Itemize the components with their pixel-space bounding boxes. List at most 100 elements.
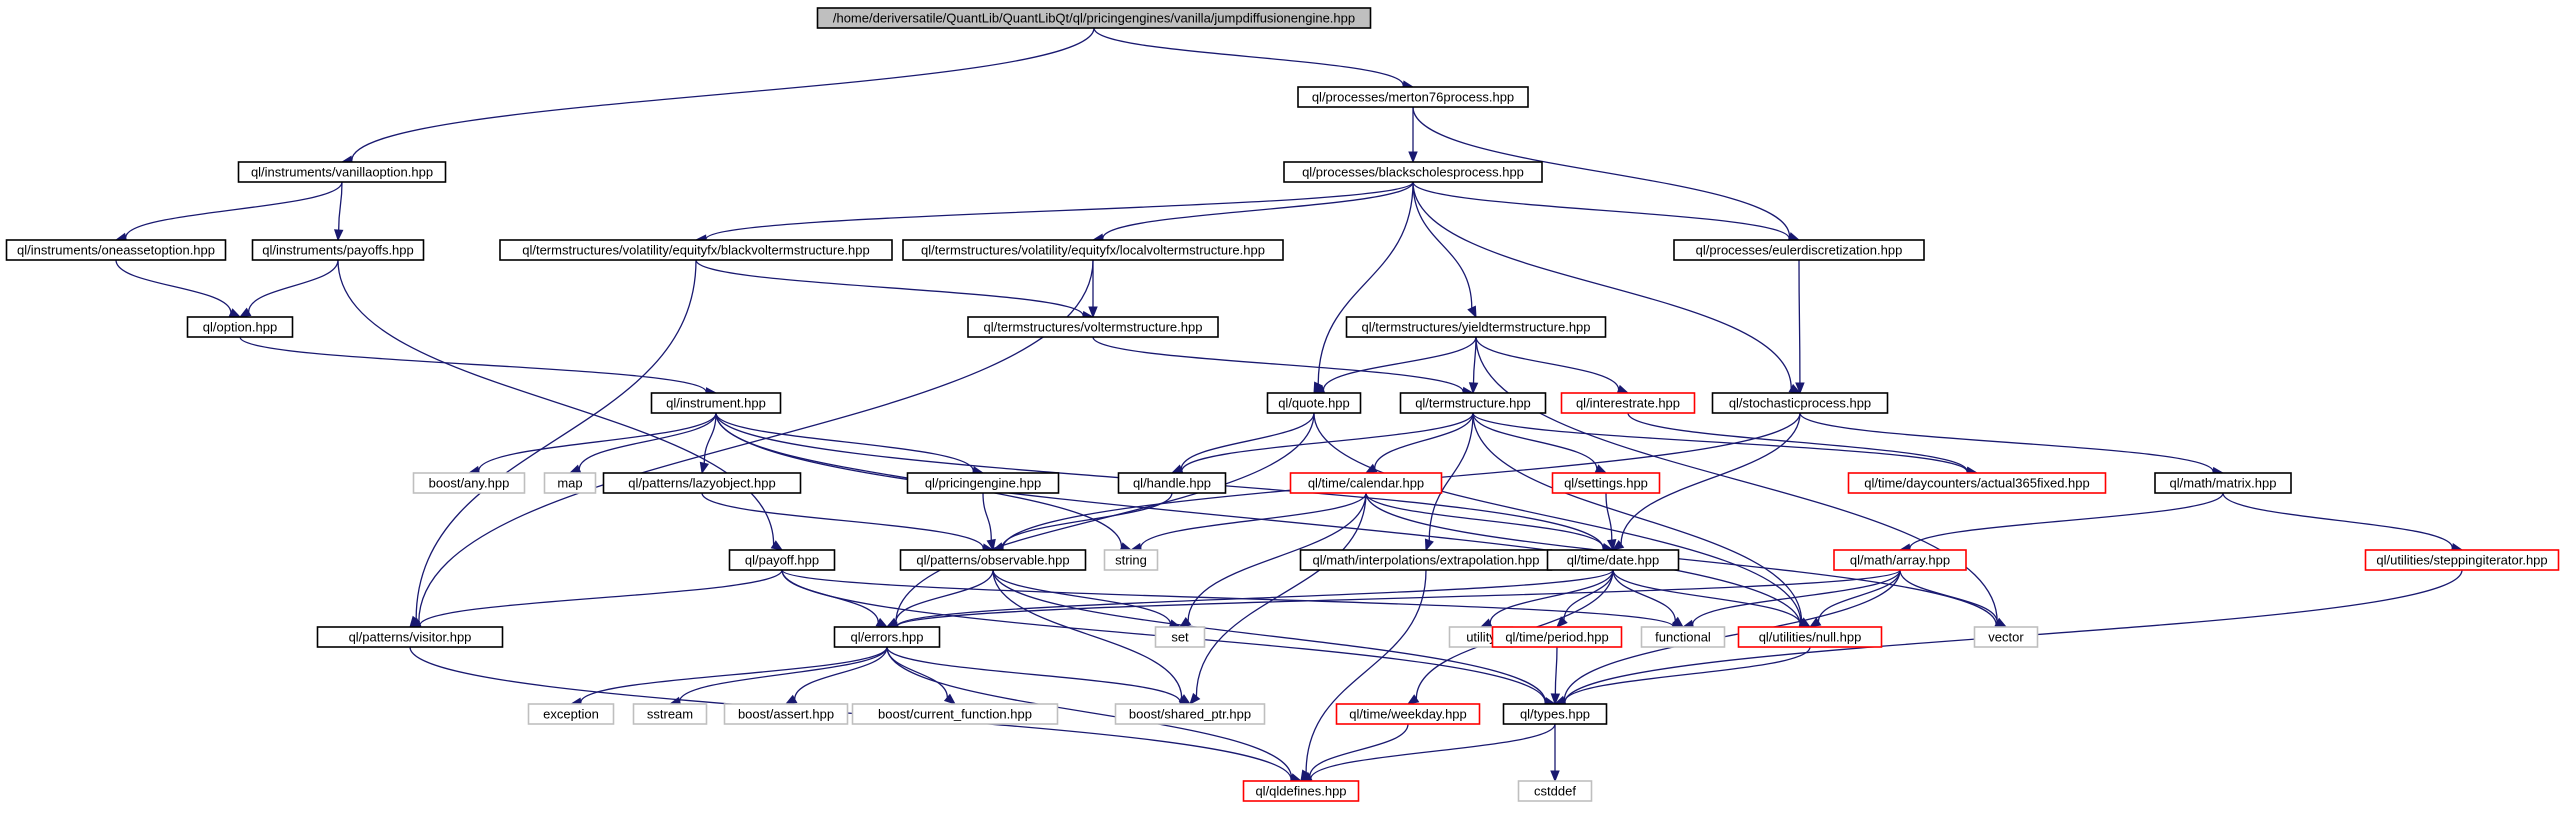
edge-line <box>1001 492 1173 548</box>
node-box <box>1335 703 1481 725</box>
arrowhead <box>1550 693 1561 706</box>
edge-matrix-to-array <box>1898 492 2224 553</box>
node-label: ql/patterns/lazyobject.hpp <box>628 476 775 491</box>
edge-line <box>715 412 974 472</box>
node-label: functional <box>1655 630 1711 645</box>
node-box <box>1973 626 2039 648</box>
node-yieldts[interactable]: ql/termstructures/yieldtermstructure.hpp <box>1345 316 1607 338</box>
node-weekday[interactable]: ql/time/weekday.hpp <box>1335 703 1481 725</box>
arrowhead <box>1088 306 1098 319</box>
node-voltermstructure[interactable]: ql/termstructures/voltermstructure.hpp <box>967 316 1219 338</box>
node-qldefines[interactable]: ql/qldefines.hpp <box>1242 780 1360 802</box>
edge-line <box>1472 412 1803 622</box>
node-box <box>906 472 1060 494</box>
node-vanillaoption[interactable]: ql/instruments/vanillaoption.hpp <box>237 161 447 183</box>
node-payoff[interactable]: ql/payoff.hpp <box>728 549 836 571</box>
edge-bsprocess-to-eulerdisc <box>1412 181 1801 244</box>
node-stepping[interactable]: ql/utilities/steppingiterator.hpp <box>2364 549 2560 571</box>
node-cstddef: cstddef <box>1517 780 1593 802</box>
node-termstructure[interactable]: ql/termstructure.hpp <box>1399 392 1547 414</box>
edge-voltermstructure-to-termstructure <box>1092 336 1475 397</box>
edge-line <box>1187 492 1367 622</box>
edge-line <box>1309 723 1409 777</box>
node-calendar[interactable]: ql/time/calendar.hpp <box>1289 472 1443 494</box>
node-label: ql/utilities/null.hpp <box>1759 630 1862 645</box>
node-oneasset[interactable]: ql/instruments/oneassetoption.hpp <box>5 239 227 261</box>
edge-errors-to-exception <box>569 646 888 707</box>
edge-line <box>1322 336 1477 390</box>
edge-line <box>1412 181 1473 308</box>
node-extrapolation[interactable]: ql/math/interpolations/extrapolation.hpp <box>1299 549 1553 571</box>
node-box <box>316 626 504 648</box>
node-box <box>1103 549 1159 571</box>
node-pricingengine[interactable]: ql/pricingengine.hpp <box>906 472 1060 494</box>
node-blackvol[interactable]: ql/termstructures/volatility/equityfx/bl… <box>499 239 893 261</box>
arrowhead <box>1468 382 1479 395</box>
node-stochastic[interactable]: ql/stochasticprocess.hpp <box>1711 392 1889 414</box>
edge-interestrate-to-actual365 <box>1627 412 1979 476</box>
edge-bsprocess-to-yieldts <box>1412 181 1477 319</box>
node-period[interactable]: ql/time/period.hpp <box>1491 626 1623 648</box>
edge-line <box>1817 569 1901 622</box>
edge-line <box>338 181 343 231</box>
node-label: ql/time/daycounters/actual365fixed.hpp <box>1864 476 2089 491</box>
node-observable[interactable]: ql/patterns/observable.hpp <box>899 549 1087 571</box>
node-box <box>2364 549 2560 571</box>
node-null[interactable]: ql/utilities/null.hpp <box>1737 626 1883 648</box>
node-box <box>1560 392 1696 414</box>
node-box <box>543 472 597 494</box>
edge-types-to-qldefines <box>1299 723 1556 784</box>
node-box <box>1289 472 1443 494</box>
edge-line <box>1195 492 1367 697</box>
edge-root-to-merton76 <box>1093 27 1415 90</box>
arrowhead <box>770 540 784 551</box>
node-visitor[interactable]: ql/patterns/visitor.hpp <box>316 626 504 648</box>
edge-option-to-instrument <box>239 336 718 397</box>
node-instrument[interactable]: ql/instrument.hpp <box>650 392 782 414</box>
node-interestrate[interactable]: ql/interestrate.hpp <box>1560 392 1696 414</box>
node-root[interactable]: /home/deriversatile/QuantLib/QuantLibQt/… <box>816 7 1372 29</box>
node-errors[interactable]: ql/errors.hpp <box>833 626 941 648</box>
node-payoffs[interactable]: ql/instruments/payoffs.hpp <box>251 239 425 261</box>
node-box <box>632 703 708 725</box>
edge-line <box>1093 27 1404 86</box>
edge-matrix-to-stepping <box>2222 492 2464 553</box>
edge-line <box>1605 492 1613 541</box>
edge-line <box>794 646 888 700</box>
arrowhead <box>333 229 344 242</box>
edge-lazyobject-to-observable <box>701 492 995 553</box>
node-bsprocess[interactable]: ql/processes/blackscholesprocess.hpp <box>1283 161 1543 183</box>
node-eulerdisc[interactable]: ql/processes/eulerdiscretization.hpp <box>1673 239 1925 261</box>
node-handle[interactable]: ql/handle.hpp <box>1117 472 1227 494</box>
edge-line <box>1310 723 1556 780</box>
node-box <box>186 316 294 338</box>
node-merton76[interactable]: ql/processes/merton76process.hpp <box>1297 86 1529 108</box>
node-settings[interactable]: ql/settings.hpp <box>1551 472 1661 494</box>
node-quote[interactable]: ql/quote.hpp <box>1266 392 1362 414</box>
node-lazyobject[interactable]: ql/patterns/lazyobject.hpp <box>602 472 802 494</box>
edge-settings-to-date <box>1605 492 1617 552</box>
node-types[interactable]: ql/types.hpp <box>1502 703 1608 725</box>
node-label: ql/pricingengine.hpp <box>925 476 1041 491</box>
node-matrix[interactable]: ql/math/matrix.hpp <box>2154 472 2292 494</box>
node-label: /home/deriversatile/QuantLib/QuantLibQt/… <box>833 11 1355 26</box>
arrowhead <box>1189 692 1201 706</box>
node-date[interactable]: ql/time/date.hpp <box>1546 549 1680 571</box>
node-actual365[interactable]: ql/time/daycounters/actual365fixed.hpp <box>1847 472 2107 494</box>
node-localvol[interactable]: ql/termstructures/volatility/equityfx/lo… <box>902 239 1284 261</box>
node-box <box>728 549 836 571</box>
node-array[interactable]: ql/math/array.hpp <box>1833 549 1967 571</box>
edge-line <box>679 646 888 702</box>
edge-root-to-vanillaoption <box>340 27 1095 165</box>
node-boostassert: boost/assert.hpp <box>723 703 849 725</box>
arrowhead <box>1795 382 1805 395</box>
edge-line <box>695 259 1084 316</box>
edge-stochastic-to-matrix <box>1799 412 2225 477</box>
node-label: ql/stochasticprocess.hpp <box>1729 396 1871 411</box>
node-label: ql/option.hpp <box>203 320 277 335</box>
node-box <box>412 472 526 494</box>
node-option[interactable]: ql/option.hpp <box>186 316 294 338</box>
edge-payoff-to-errors <box>781 569 889 628</box>
node-box <box>602 472 802 494</box>
edge-date-to-null <box>1612 569 1812 629</box>
